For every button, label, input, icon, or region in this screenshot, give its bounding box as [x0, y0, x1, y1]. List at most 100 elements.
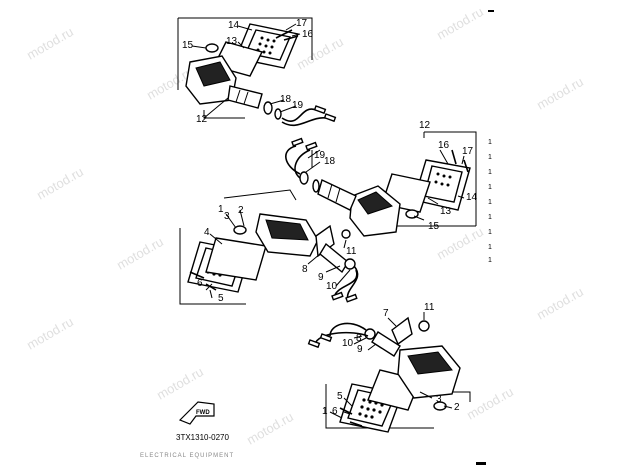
fwd-label: FWD [196, 410, 210, 416]
watermark: motod.ru [534, 74, 586, 113]
margin-mark: 1 [488, 199, 492, 206]
right-margin-marks: 1 1 1 1 1 1 1 1 1 [488, 139, 492, 264]
watermark: motod.ru [464, 384, 516, 423]
callout: 19 [314, 150, 326, 161]
bulb [205, 43, 219, 53]
gasket [205, 237, 267, 281]
callout: 9 [318, 272, 324, 283]
callout: 14 [466, 192, 478, 203]
callout: 4 [204, 227, 210, 238]
nut [263, 101, 273, 115]
bottom-signal-assembly [307, 312, 471, 433]
callout: 1 [218, 204, 224, 215]
callout: 6 [197, 278, 203, 289]
watermark: motod.ru [534, 284, 586, 323]
callout: 12 [196, 114, 208, 125]
stem [317, 179, 357, 211]
margin-mark: 1 [488, 169, 492, 176]
wire [281, 117, 327, 127]
middle-right-signal-assembly [285, 131, 477, 237]
washer [299, 171, 309, 185]
callout: 13 [440, 206, 452, 217]
callout: 15 [428, 221, 440, 232]
margin-mark: 1 [488, 184, 492, 191]
callout: 17 [462, 146, 474, 157]
stem [319, 242, 349, 274]
callout: 1 [322, 406, 328, 417]
top-signal-assembly [177, 17, 337, 127]
footer-text: ELECTRICAL EQUIPMENT [140, 453, 234, 459]
wire [315, 331, 369, 343]
stem [371, 331, 401, 357]
callout: 11 [346, 246, 357, 257]
housing-face [195, 61, 231, 87]
watermark: motod.ru [24, 314, 76, 353]
callout: 6 [332, 406, 338, 417]
nut [364, 328, 376, 340]
lens-grid [256, 36, 276, 55]
bolt [341, 229, 351, 239]
wire [329, 322, 367, 337]
corner-mark [476, 462, 486, 465]
nut [312, 179, 320, 193]
callout: 17 [296, 18, 308, 29]
bracket-line [424, 131, 477, 226]
left-signal-assembly [179, 189, 359, 305]
corner-mark [488, 10, 494, 12]
callout: 13 [226, 36, 238, 47]
bracket-line [179, 228, 246, 305]
watermark: motod.ru [434, 4, 486, 43]
wire [294, 149, 311, 179]
callout: 7 [383, 308, 389, 319]
callout: 16 [302, 29, 314, 40]
stem [227, 85, 263, 109]
callout: 8 [302, 264, 308, 275]
callout: 8 [356, 333, 362, 344]
bracket-line [203, 110, 245, 119]
wire [281, 108, 317, 122]
fwd-arrow-icon: FWD [178, 401, 215, 425]
callout: 12 [419, 120, 431, 131]
callout: 10 [326, 281, 338, 292]
bracket-line [178, 17, 313, 60]
wire [285, 145, 301, 175]
watermark: motod.ru [434, 224, 486, 263]
callout: 18 [324, 156, 336, 167]
margin-mark: 1 [488, 229, 492, 236]
callout: 19 [292, 100, 304, 111]
callout: 3 [224, 211, 230, 222]
callout: 2 [238, 205, 244, 216]
watermark: motod.ru [154, 364, 206, 403]
bracket-line [325, 384, 434, 429]
callout: 10 [342, 338, 354, 349]
callout: 15 [182, 40, 194, 51]
callout: 14 [228, 20, 240, 31]
margin-mark: 1 [488, 214, 492, 221]
watermark: motod.ru [34, 164, 86, 203]
bracket-line [223, 189, 297, 201]
callout: 5 [337, 391, 343, 402]
washer [274, 108, 282, 120]
callout: 18 [280, 94, 292, 105]
nut [344, 258, 356, 270]
margin-mark: 1 [488, 257, 492, 264]
housing-face [407, 351, 453, 375]
margin-mark: 1 [488, 244, 492, 251]
bracket [315, 224, 335, 258]
bracket [391, 316, 413, 346]
margin-mark: 1 [488, 154, 492, 161]
watermark: motod.ru [244, 409, 296, 448]
watermark: motod.ru [24, 24, 76, 63]
bulb [233, 225, 247, 235]
watermark: motod.ru [114, 234, 166, 273]
callout: 16 [438, 140, 450, 151]
housing-face [265, 219, 309, 241]
callout: 3 [436, 394, 442, 405]
callout: 11 [424, 302, 435, 313]
callout: 5 [218, 293, 224, 304]
lens-grid [434, 172, 452, 187]
margin-mark: 1 [488, 139, 492, 146]
housing-face [357, 191, 393, 215]
figure-code: 3TX1310-0270 [176, 433, 229, 442]
